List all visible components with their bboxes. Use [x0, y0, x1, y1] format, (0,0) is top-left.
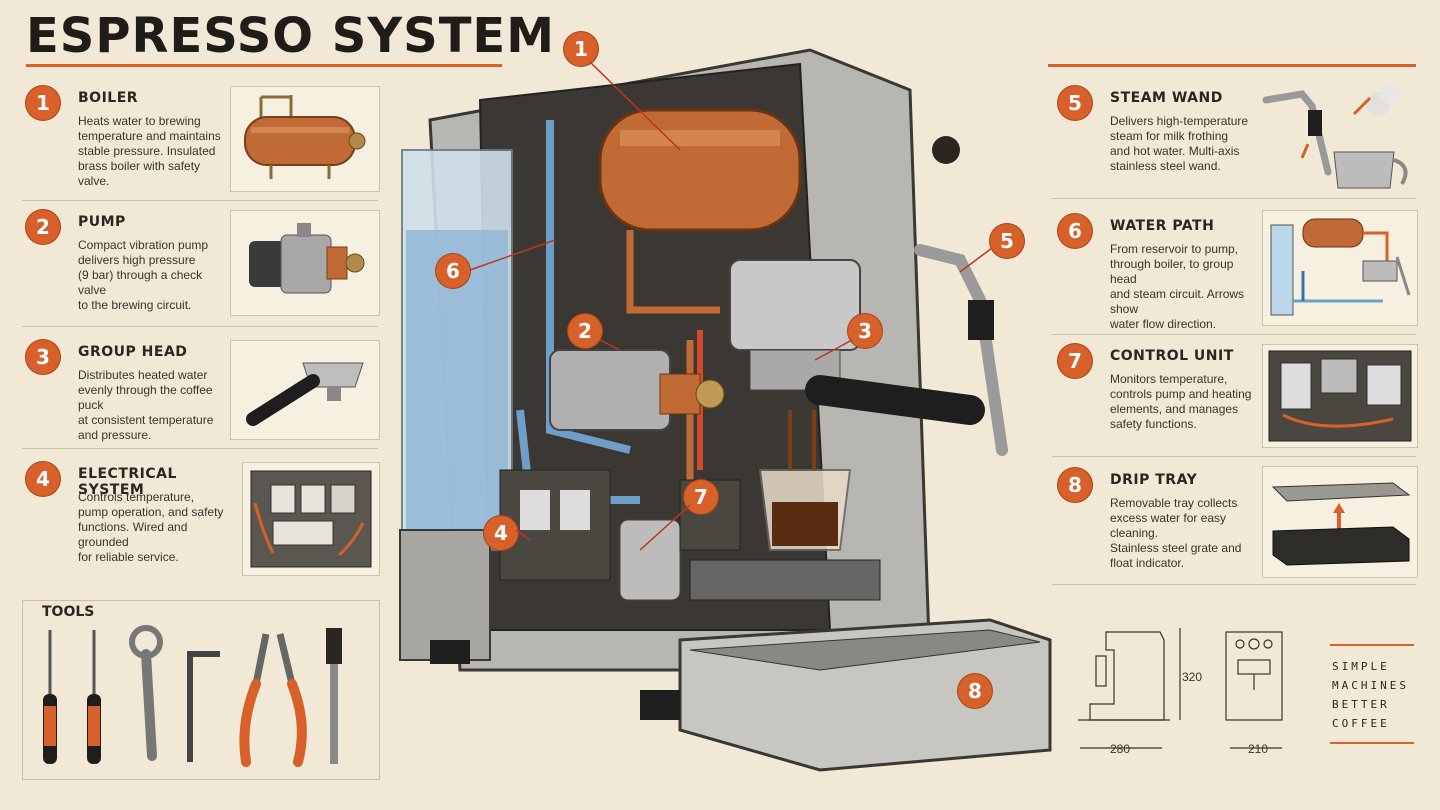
card-title: ELECTRICAL SYSTEM	[78, 466, 177, 498]
tagline-rule-top	[1330, 644, 1414, 646]
badge-5: 5	[1058, 86, 1092, 120]
card-electrical: 4 ELECTRICAL SYSTEM Controls temperature…	[26, 460, 236, 570]
dimension-sketches	[1078, 628, 1283, 749]
card-title: DRIP TRAY	[1110, 472, 1198, 488]
dimension-width-side: 280	[1110, 742, 1131, 756]
drip-tray-thumbnail	[1262, 466, 1418, 578]
dimension-width-front: 210	[1248, 742, 1269, 756]
card-title: STEAM WAND	[1110, 90, 1223, 106]
card-control-unit: 7 CONTROL UNIT Monitors temperature,cont…	[1058, 342, 1258, 446]
card-title: WATER PATH	[1110, 218, 1215, 234]
screwdriver-icon	[87, 630, 101, 764]
tools-label: TOOLS	[42, 604, 95, 620]
badge-4: 4	[26, 462, 60, 496]
callout-1: 1	[564, 32, 598, 66]
boiler-icon	[244, 95, 366, 179]
pump-icon	[249, 223, 365, 294]
control-unit-thumbnail	[1262, 344, 1418, 448]
tools-panel	[22, 600, 380, 780]
card-description: Controls temperature,pump operation, and…	[78, 490, 224, 564]
portafilter-thumbnail	[230, 340, 380, 440]
callout-3: 3	[848, 314, 882, 348]
espresso-machine-illustration	[399, 48, 1052, 772]
electrical-panel-icon	[250, 470, 372, 568]
callout-6: 6	[436, 254, 470, 288]
badge-3: 3	[26, 340, 60, 374]
tagline-line: BETTER	[1332, 698, 1390, 711]
tagline-line: COFFEE	[1332, 717, 1390, 730]
divider	[22, 448, 378, 449]
callout-7: 7	[684, 480, 718, 514]
divider	[1052, 198, 1416, 199]
divider	[1052, 334, 1416, 335]
page-title: ESPRESSO SYSTEM	[26, 8, 555, 64]
callout-2: 2	[568, 314, 602, 348]
electrical-thumbnail	[242, 462, 380, 576]
card-description: Monitors temperature,controls pump and h…	[1110, 372, 1252, 431]
control-board-icon	[1268, 350, 1412, 442]
divider	[22, 326, 378, 327]
boiler-thumbnail	[230, 86, 380, 192]
badge-6: 6	[1058, 214, 1092, 248]
callout-8: 8	[958, 674, 992, 708]
badge-7: 7	[1058, 344, 1092, 378]
card-title: PUMP	[78, 214, 126, 230]
wrench-icon	[129, 625, 163, 761]
screwdriver-icon	[43, 630, 57, 764]
steam-pitcher-icon	[1262, 84, 1408, 189]
tagline-line: MACHINES	[1332, 679, 1409, 692]
card-title: CONTROL UNIT	[1110, 348, 1234, 364]
title-rule-right	[1048, 64, 1416, 67]
card-water-path: 6 WATER PATH From reservoir to pump,thro…	[1058, 212, 1258, 331]
drip-tray-icon	[1271, 482, 1411, 566]
tagline-line: SIMPLE	[1332, 660, 1390, 673]
badge-1: 1	[26, 86, 60, 120]
card-title: GROUP HEAD	[78, 344, 188, 360]
steam-wand-thumbnail	[1262, 80, 1416, 192]
water-path-diagram-icon	[1270, 218, 1411, 316]
tools-illustration	[43, 625, 342, 767]
divider	[1052, 456, 1416, 457]
pliers-icon	[239, 633, 307, 767]
badge-8: 8	[1058, 468, 1092, 502]
brush-icon	[326, 628, 342, 764]
card-description: From reservoir to pump,through boiler, t…	[1110, 242, 1245, 331]
pump-thumbnail	[230, 210, 380, 316]
divider	[1052, 584, 1416, 585]
callout-4: 4	[484, 516, 518, 550]
dimension-height: 320	[1182, 670, 1203, 684]
callout-5: 5	[990, 224, 1024, 258]
badge-2: 2	[26, 210, 60, 244]
title-rule-left	[26, 64, 502, 67]
water-path-thumbnail	[1262, 210, 1418, 326]
divider	[22, 200, 378, 201]
hex-key-icon	[187, 651, 220, 762]
tagline-rule-bottom	[1330, 742, 1414, 744]
portafilter-icon	[246, 362, 364, 426]
card-title: BOILER	[78, 90, 139, 106]
